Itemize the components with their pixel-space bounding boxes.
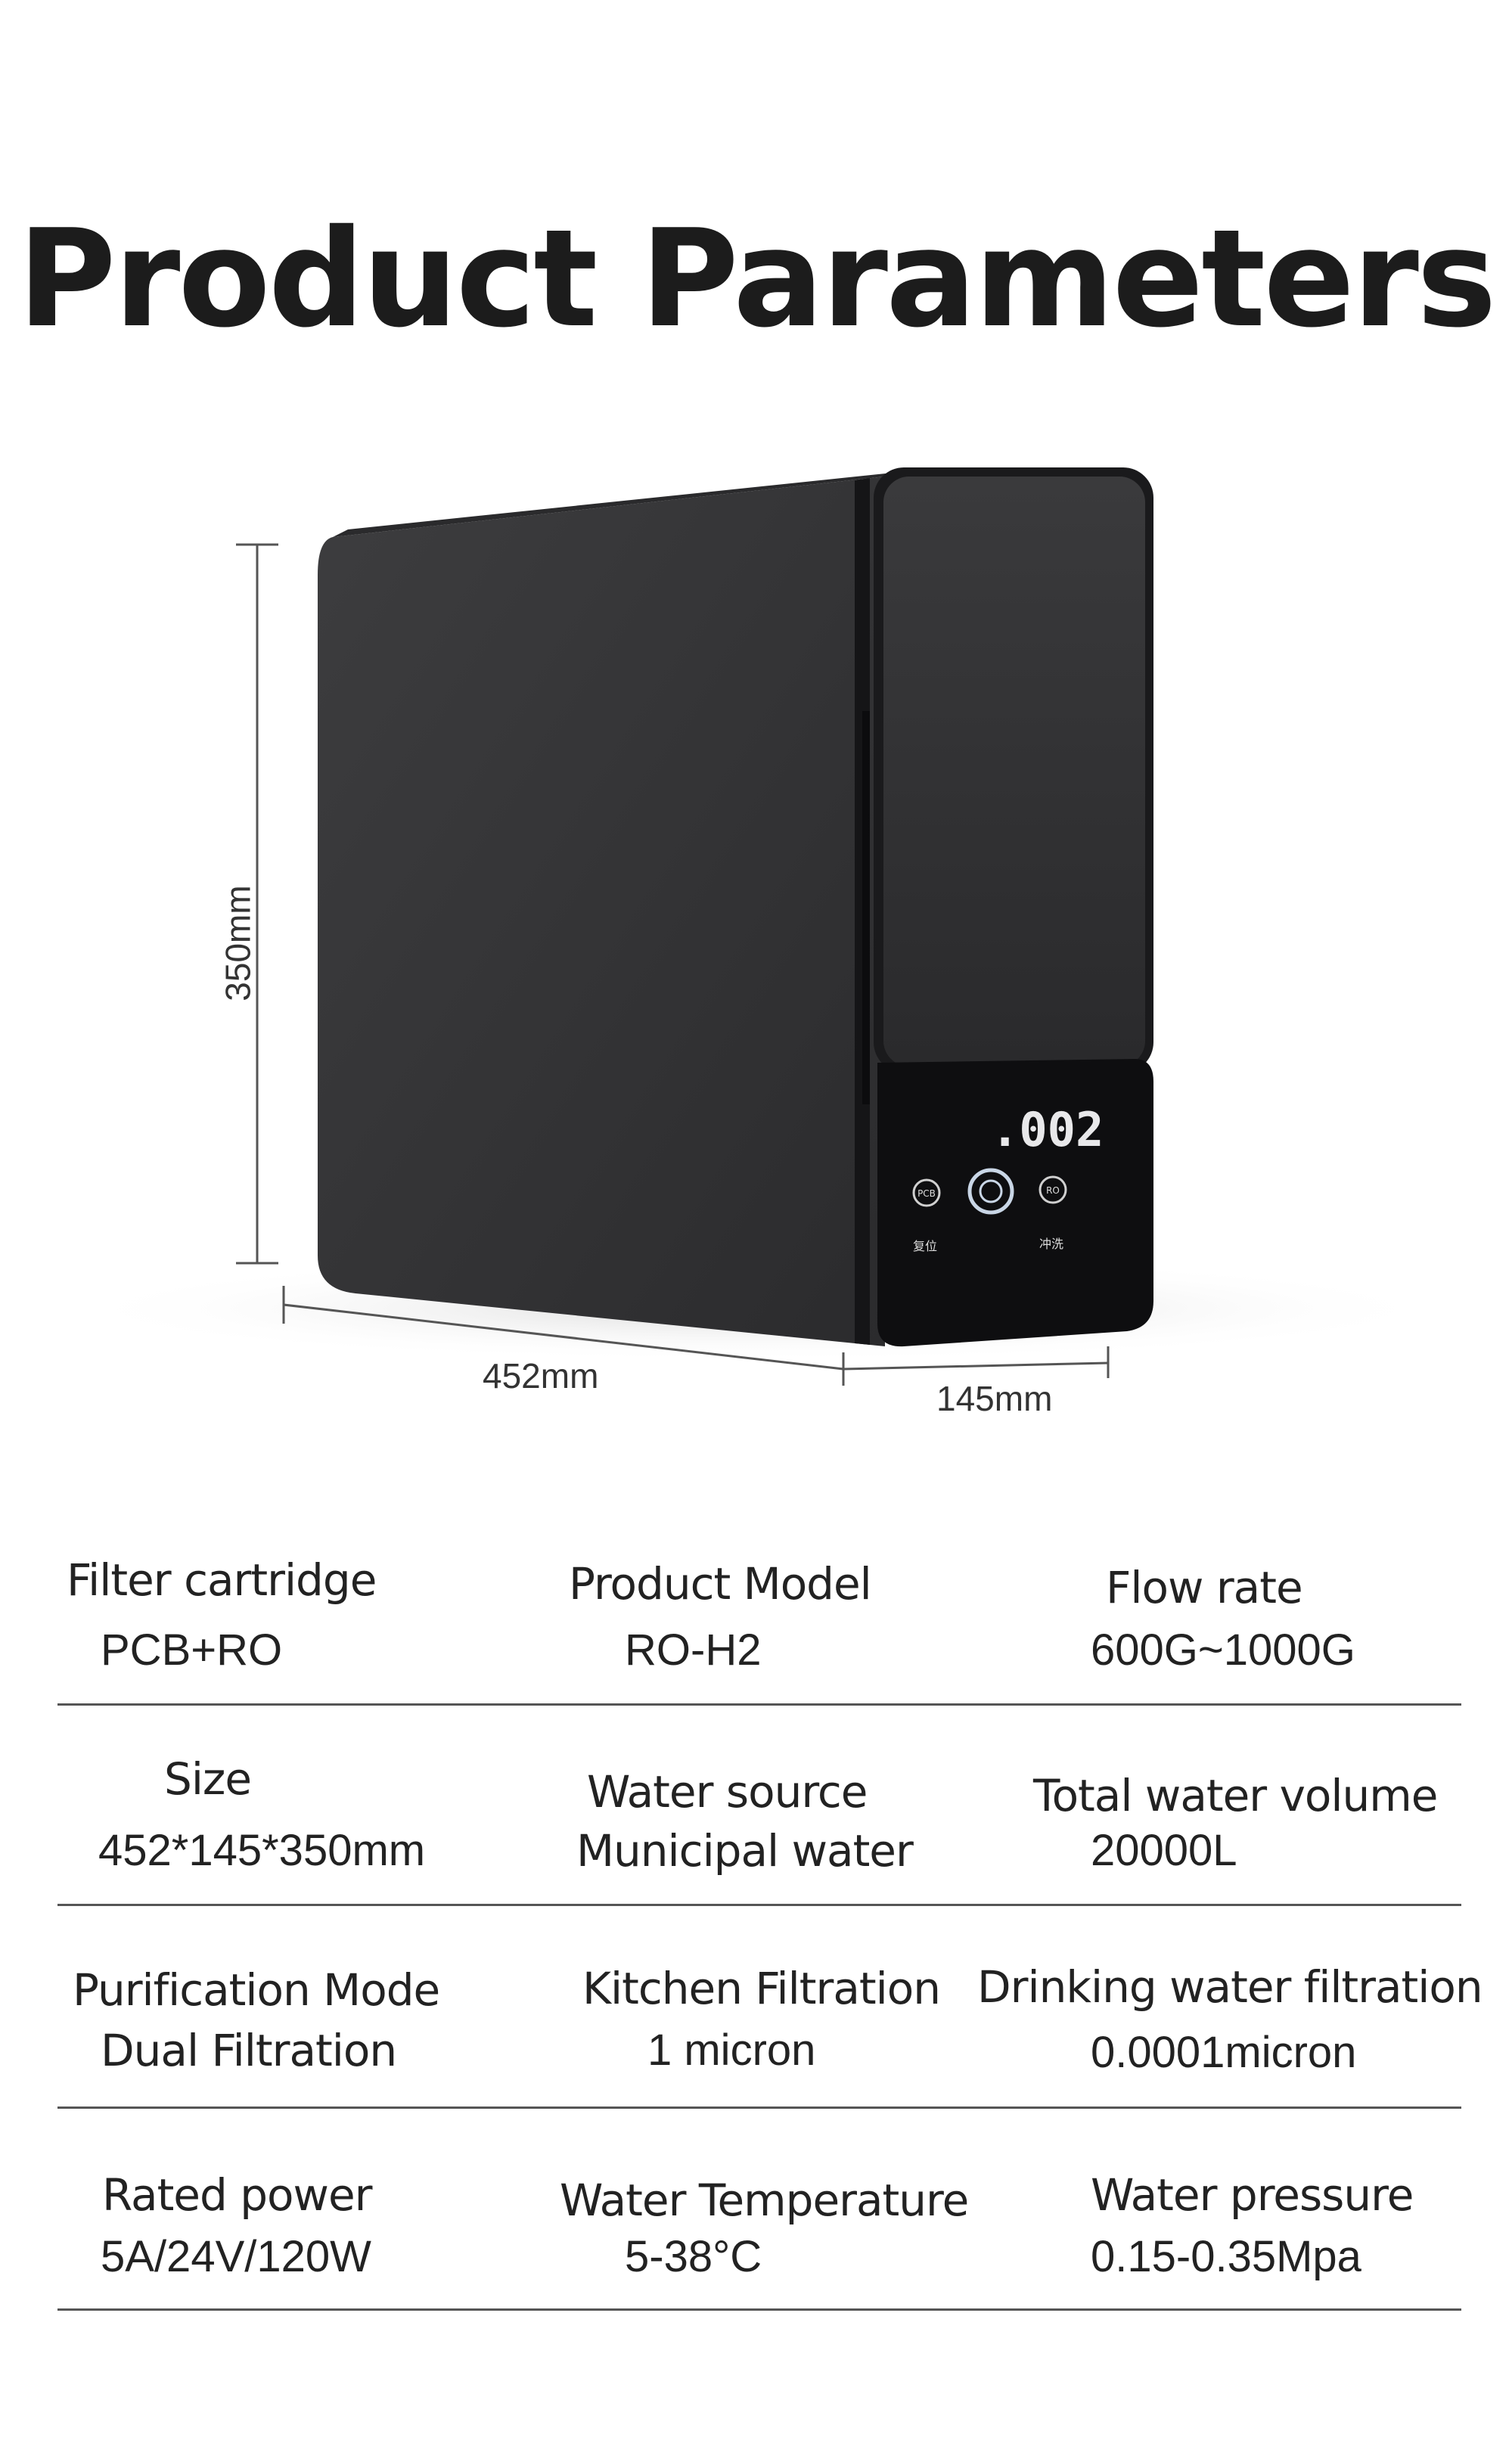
spec-value: Dual Filtration: [101, 2025, 397, 2076]
row-divider: [57, 1904, 1461, 1906]
spec-value: 20000L: [1091, 1826, 1237, 1875]
row-divider: [57, 1703, 1461, 1706]
spec-value: 600G~1000G: [1091, 1625, 1355, 1675]
ro-button-label: RO: [1046, 1185, 1060, 1196]
spec-label: Filter cartridge: [67, 1554, 377, 1606]
width-dimension-label: 145mm: [936, 1379, 1053, 1418]
row-divider: [57, 2308, 1461, 2311]
flush-caption: 冲洗: [1039, 1237, 1063, 1251]
pcb-button-label: PCB: [917, 1188, 936, 1199]
spec-value: Municipal water: [576, 1825, 914, 1877]
front-panel: [883, 477, 1145, 1066]
product-body: [318, 477, 885, 1346]
row-divider: [57, 2107, 1461, 2109]
spec-value: 5-38°C: [625, 2232, 762, 2281]
spec-label: Water Temperature: [560, 2175, 969, 2226]
ro-button-icon: [1039, 1175, 1067, 1204]
product-figure: .002 PCB RO 复位 冲洗 350mm 452mm 145mm: [0, 424, 1512, 1513]
pcb-button-icon: [912, 1178, 941, 1207]
spec-value: RO-H2: [625, 1625, 762, 1675]
center-power-icon: [967, 1168, 1014, 1215]
tds-readout: .002: [991, 1102, 1104, 1157]
water-purifier-image: .002 PCB RO 复位 冲洗: [61, 467, 1452, 1386]
spec-label: Product Model: [569, 1558, 872, 1610]
height-dimension-label: 350mm: [218, 885, 258, 1001]
spec-label: Drinking water filtration: [977, 1961, 1483, 2013]
spec-value: 0.15-0.35Mpa: [1091, 2232, 1361, 2281]
spec-label: Rated power: [102, 2169, 373, 2221]
control-display: [877, 1059, 1153, 1347]
spec-value: 452*145*350mm: [98, 1826, 426, 1875]
spec-value: 0.0001micron: [1091, 2028, 1357, 2077]
spec-label: Water source: [587, 1766, 868, 1818]
spec-label: Flow rate: [1106, 1562, 1303, 1613]
reset-caption: 复位: [913, 1239, 937, 1253]
spec-label: Water pressure: [1091, 2169, 1414, 2221]
spec-label: Size: [164, 1753, 252, 1805]
spec-value: 5A/24V/120W: [101, 2232, 371, 2281]
spec-value: PCB+RO: [101, 1625, 283, 1675]
length-dimension-label: 452mm: [483, 1356, 599, 1396]
page-title: Product Parameters: [17, 200, 1497, 357]
spec-value: 1 micron: [647, 2026, 816, 2075]
spec-label: Total water volume: [1033, 1770, 1438, 1821]
width-dimension-line: [843, 1346, 1110, 1378]
spec-label: Purification Mode: [73, 1964, 440, 2016]
spec-label: Kitchen Filtration: [582, 1963, 941, 2014]
height-dimension-line: [236, 543, 278, 1265]
